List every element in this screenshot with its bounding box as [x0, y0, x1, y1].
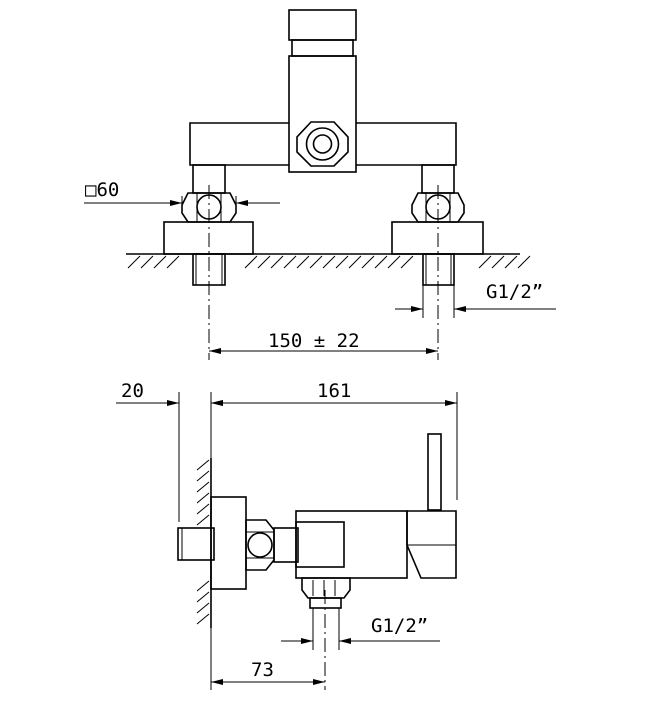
side-handle	[406, 433, 457, 579]
dim-thread-side: G1/2”	[281, 615, 440, 644]
hatch-line	[335, 255, 349, 269]
hatch-line	[196, 514, 210, 526]
hatch-line	[491, 255, 505, 269]
hatch-line	[478, 255, 492, 269]
hatch-line	[140, 255, 154, 269]
label-square-size: □60	[85, 179, 119, 201]
escutcheon	[210, 496, 247, 590]
hatch-line	[166, 255, 180, 269]
handle-collar	[291, 39, 354, 57]
hatch-line	[283, 255, 297, 269]
wall-pipe	[177, 527, 215, 561]
hatch-line	[196, 481, 210, 493]
label-spacing: 150 ± 22	[268, 330, 360, 352]
wall-surface-side	[196, 458, 212, 628]
label-thread-front: G1/2”	[486, 281, 543, 303]
hatch-line	[517, 255, 531, 269]
hatch-line	[196, 503, 210, 515]
hatch-line	[196, 602, 210, 614]
side-body-panel	[295, 521, 345, 568]
hatch-line	[309, 255, 323, 269]
handle-top	[288, 9, 357, 41]
hatch-line	[196, 591, 210, 603]
hatch-line	[270, 255, 284, 269]
dim-outlet-distance: 73	[211, 659, 325, 685]
hatch-line	[504, 255, 518, 269]
hatch-line	[196, 492, 210, 504]
side-neck	[273, 527, 299, 563]
hatch-line	[196, 613, 210, 625]
outlet-nut	[296, 121, 349, 167]
side-body	[295, 510, 408, 579]
dim-spacing: 150 ± 22	[209, 330, 438, 354]
hatch-line	[361, 255, 375, 269]
bar-left	[189, 122, 289, 166]
hatch-line	[374, 255, 388, 269]
side-view: 20 161 G1/2” 73	[116, 380, 458, 690]
side-outlet	[301, 577, 351, 650]
label-thread-side: G1/2”	[371, 615, 428, 637]
hatch-line	[196, 470, 210, 482]
wall-surface-front	[126, 253, 531, 269]
hatch-line	[196, 580, 210, 592]
hatch-line	[127, 255, 141, 269]
bar-right	[356, 122, 457, 166]
side-nut	[245, 519, 275, 571]
label-outlet-distance: 73	[251, 659, 274, 681]
dim-total-depth: 161	[211, 380, 457, 406]
hatch-line	[257, 255, 271, 269]
hatch-line	[322, 255, 336, 269]
dim-thread-front: G1/2”	[395, 281, 556, 318]
hatch-line	[153, 255, 167, 269]
dim-square: □60	[84, 179, 280, 211]
label-total-depth: 161	[317, 380, 351, 402]
hatch-line	[244, 255, 258, 269]
hatch-line	[196, 459, 210, 471]
hatch-line	[400, 255, 414, 269]
hatch-line	[296, 255, 310, 269]
front-view: □60 G1/2” 150 ± 22	[84, 9, 556, 360]
hatch-line	[348, 255, 362, 269]
hatch-line	[387, 255, 401, 269]
label-wall-offset: 20	[121, 380, 144, 402]
valve-body	[288, 55, 357, 173]
